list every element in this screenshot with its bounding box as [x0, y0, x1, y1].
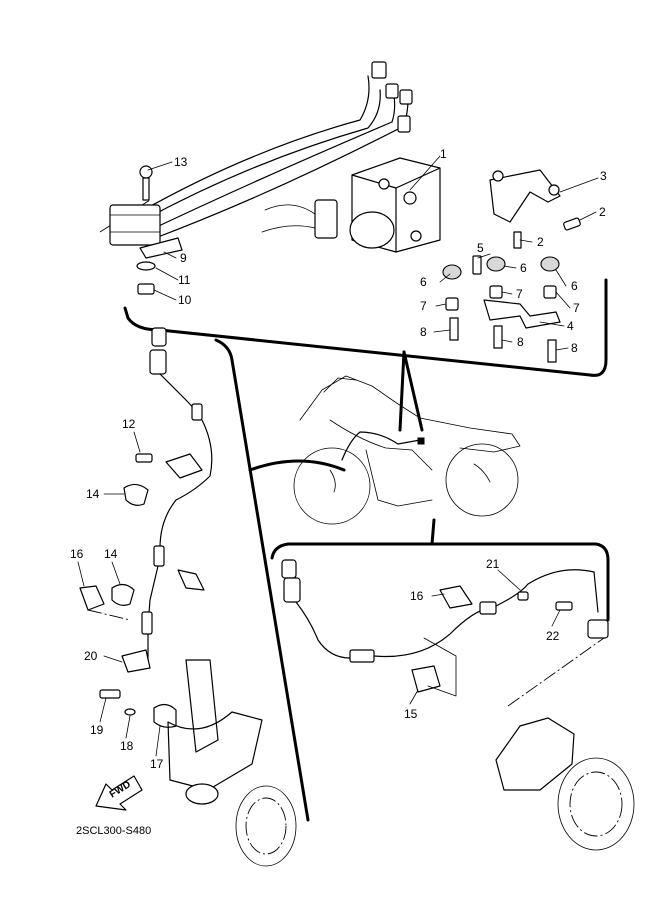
- callout-7b: 7: [516, 287, 523, 301]
- callout-18: 18: [120, 739, 134, 753]
- callout-22: 22: [546, 629, 560, 643]
- callout-1: 1: [440, 147, 447, 161]
- diagram-code: 2SCL300-S480: [76, 825, 151, 837]
- callout-21: 21: [486, 557, 500, 571]
- front-sensor-panel: [79, 327, 310, 867]
- rear-sensor-panel: [270, 542, 635, 851]
- callout-4: 4: [567, 319, 574, 333]
- leader-lines: [77, 155, 599, 757]
- callout-labels: 1 2 2 3 4 5 6 6 6 7 7 7 8 8 8 9 10 11 12…: [70, 147, 607, 837]
- callout-16a: 16: [70, 547, 84, 561]
- callout-12: 12: [122, 417, 136, 431]
- callout-3: 3: [600, 169, 607, 183]
- callout-17: 17: [150, 757, 164, 771]
- callout-10: 10: [178, 293, 192, 307]
- callout-5: 5: [477, 241, 484, 255]
- callout-16b: 16: [410, 589, 424, 603]
- callout-2b: 2: [537, 235, 544, 249]
- callout-2a: 2: [599, 205, 606, 219]
- callout-8a: 8: [420, 325, 427, 339]
- callout-9: 9: [180, 251, 187, 265]
- callout-8b: 8: [517, 335, 524, 349]
- callout-11: 11: [178, 273, 191, 287]
- callout-6b: 6: [520, 261, 527, 275]
- callout-14a: 14: [86, 487, 100, 501]
- callout-19: 19: [90, 723, 104, 737]
- motorcycle-overview: [248, 350, 521, 546]
- callout-6c: 6: [571, 279, 578, 293]
- callout-15: 15: [404, 707, 418, 721]
- callout-8c: 8: [571, 341, 578, 355]
- callout-7c: 7: [573, 301, 580, 315]
- callout-13: 13: [174, 155, 188, 169]
- fwd-arrow-icon: [95, 775, 143, 811]
- callout-6a: 6: [420, 275, 427, 289]
- callout-20: 20: [84, 649, 98, 663]
- abs-unit-panel: [99, 61, 608, 377]
- callout-7a: 7: [420, 299, 427, 313]
- callout-14b: 14: [104, 547, 118, 561]
